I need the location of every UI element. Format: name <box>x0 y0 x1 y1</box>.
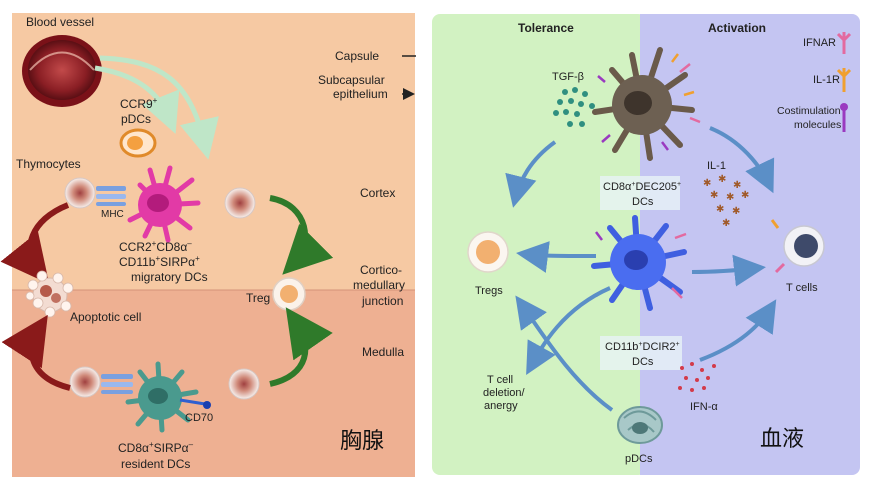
selection-arrow <box>269 195 334 275</box>
thymocyte-cell-icon <box>224 187 256 219</box>
selection-arrow <box>269 307 333 387</box>
costimulation-icon <box>840 103 848 132</box>
legend-il1r: IL-1R <box>813 74 840 86</box>
svg-text:✱: ✱ <box>733 180 741 191</box>
thymocyte-cell-icon <box>69 366 101 398</box>
dcir2-dc-icon <box>591 215 687 311</box>
mhc-contact-icon <box>101 374 133 394</box>
dec205-dc-icon <box>592 47 701 161</box>
legend-costim-2: molecules <box>794 119 841 131</box>
capsule-label: Capsule <box>335 49 379 63</box>
legend-ifnar: IFNAR <box>803 37 836 49</box>
tcells-label: T cells <box>786 282 818 294</box>
dcir2-label-1: CD11b+DCIR2+ <box>605 341 680 353</box>
cd70-label: CD70 <box>185 412 213 424</box>
migratory-dc-icon <box>127 165 201 243</box>
svg-text:✱: ✱ <box>726 192 734 203</box>
activation-bg <box>640 14 860 475</box>
tgf-label: TGF-β <box>552 71 584 83</box>
ifn-label: IFN-α <box>690 401 718 413</box>
resident-dc-label-1: CD8α+SIRPα– <box>118 440 194 455</box>
tregs-label: Tregs <box>475 285 503 297</box>
tolerance-title: Tolerance <box>518 21 574 35</box>
cortex-label: Cortex <box>360 186 395 200</box>
cmj-label-1: Cortico- <box>360 263 402 277</box>
tolerance-bg <box>432 14 646 475</box>
cmj-label-3: junction <box>361 294 403 308</box>
thymocyte-cell-icon <box>64 177 96 209</box>
mhc-contact-icon <box>96 186 126 206</box>
subcapsular-label-1: Subcapsular <box>318 73 385 87</box>
migration-arrow <box>99 55 219 160</box>
mhc-label: MHC <box>101 209 124 220</box>
blood-vessel-icon <box>22 35 102 107</box>
legend: IFNAR IL-1R Costimulation molecules <box>777 32 852 132</box>
tgf-beta-dots-icon <box>553 87 595 127</box>
dec205-label-1: CD8α+DEC205+ <box>603 181 681 193</box>
left-panel: Blood vessel CCR9+ pDCs Capsule Subcapsu… <box>0 13 416 477</box>
svg-text:✱: ✱ <box>741 190 749 201</box>
dcir2-label-2: DCs <box>632 356 654 368</box>
thymus-chinese-label: 胸腺 <box>340 428 384 453</box>
migratory-dc-label-3: migratory DCs <box>131 270 208 284</box>
legend-costim-1: Costimulation <box>777 105 841 117</box>
tcells-cell-icon <box>770 219 825 274</box>
svg-text:✱: ✱ <box>716 204 724 215</box>
il1r-icon <box>836 68 852 92</box>
dec205-label-2: DCs <box>632 196 654 208</box>
migratory-dc-label-1: CCR2+CD8α– <box>119 239 192 254</box>
apoptosis-arrow <box>1 314 71 391</box>
deletion-label-3: anergy <box>484 400 518 412</box>
resident-dc-label-2: resident DCs <box>121 457 190 471</box>
cmj-label-2: medullary <box>353 278 405 292</box>
svg-text:✱: ✱ <box>732 206 740 217</box>
apoptotic-label: Apoptotic cell <box>70 310 141 324</box>
apoptosis-arrow <box>0 202 70 285</box>
pdcs-label: pDCs <box>625 453 653 465</box>
svg-text:✱: ✱ <box>710 190 718 201</box>
svg-text:✱: ✱ <box>703 178 711 189</box>
svg-text:✱: ✱ <box>722 218 730 229</box>
ifnar-icon <box>836 32 852 54</box>
activation-title: Activation <box>708 21 766 35</box>
treg-label: Treg <box>246 291 270 305</box>
migration-arrow <box>94 65 180 134</box>
blood-vessel-label: Blood vessel <box>26 15 94 29</box>
pdcs-cell-icon <box>617 406 663 444</box>
right-panel: Tolerance Activation IFNAR IL-1R Costimu… <box>432 14 860 475</box>
svg-text:✱: ✱ <box>718 174 726 185</box>
il1-stars-icon: ✱✱✱ ✱✱✱ ✱✱✱ <box>703 174 749 229</box>
thymocytes-label: Thymocytes <box>16 157 81 171</box>
thymocyte-cell-icon <box>228 368 260 400</box>
ccr9-pdcs-label: pDCs <box>121 112 151 126</box>
il1-label: IL-1 <box>707 160 726 172</box>
migratory-dc-label-2: CD11b+SIRPα+ <box>119 254 200 269</box>
ccr9-pdc-icon <box>119 128 157 158</box>
apoptotic-cell-icon <box>25 270 74 318</box>
subcapsular-label-2: epithelium <box>333 87 388 101</box>
deletion-label-1: T cell <box>487 374 513 386</box>
medulla-label: Medulla <box>362 345 404 359</box>
pathway-arrows <box>505 126 777 412</box>
treg-cell-icon <box>272 277 306 311</box>
ccr9-label: CCR9+ <box>120 96 158 111</box>
resident-dc-icon <box>125 361 211 433</box>
deletion-label-2: deletion/ <box>483 387 526 399</box>
tregs-cell-icon <box>467 231 509 273</box>
ifn-dots-icon <box>678 362 716 392</box>
blood-chinese-label: 血液 <box>760 426 804 451</box>
